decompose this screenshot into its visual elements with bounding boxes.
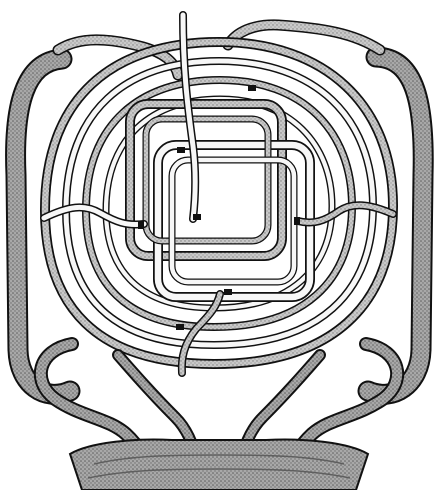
central-square-right (158, 145, 310, 297)
central-network (44, 15, 393, 373)
junction-mark (176, 324, 184, 330)
outer-loops (45, 42, 393, 364)
junction-mark (248, 85, 256, 91)
junction-mark (193, 214, 201, 220)
junction-mark (224, 289, 232, 295)
outer-loop-4 (106, 99, 332, 308)
junction-mark (138, 221, 144, 229)
central-square-inner-a (146, 119, 268, 241)
junction-mark (177, 147, 185, 153)
junction-mark (294, 217, 300, 225)
outer-loop-1 (45, 42, 393, 364)
basin (70, 440, 368, 490)
central-square-left (130, 104, 282, 256)
